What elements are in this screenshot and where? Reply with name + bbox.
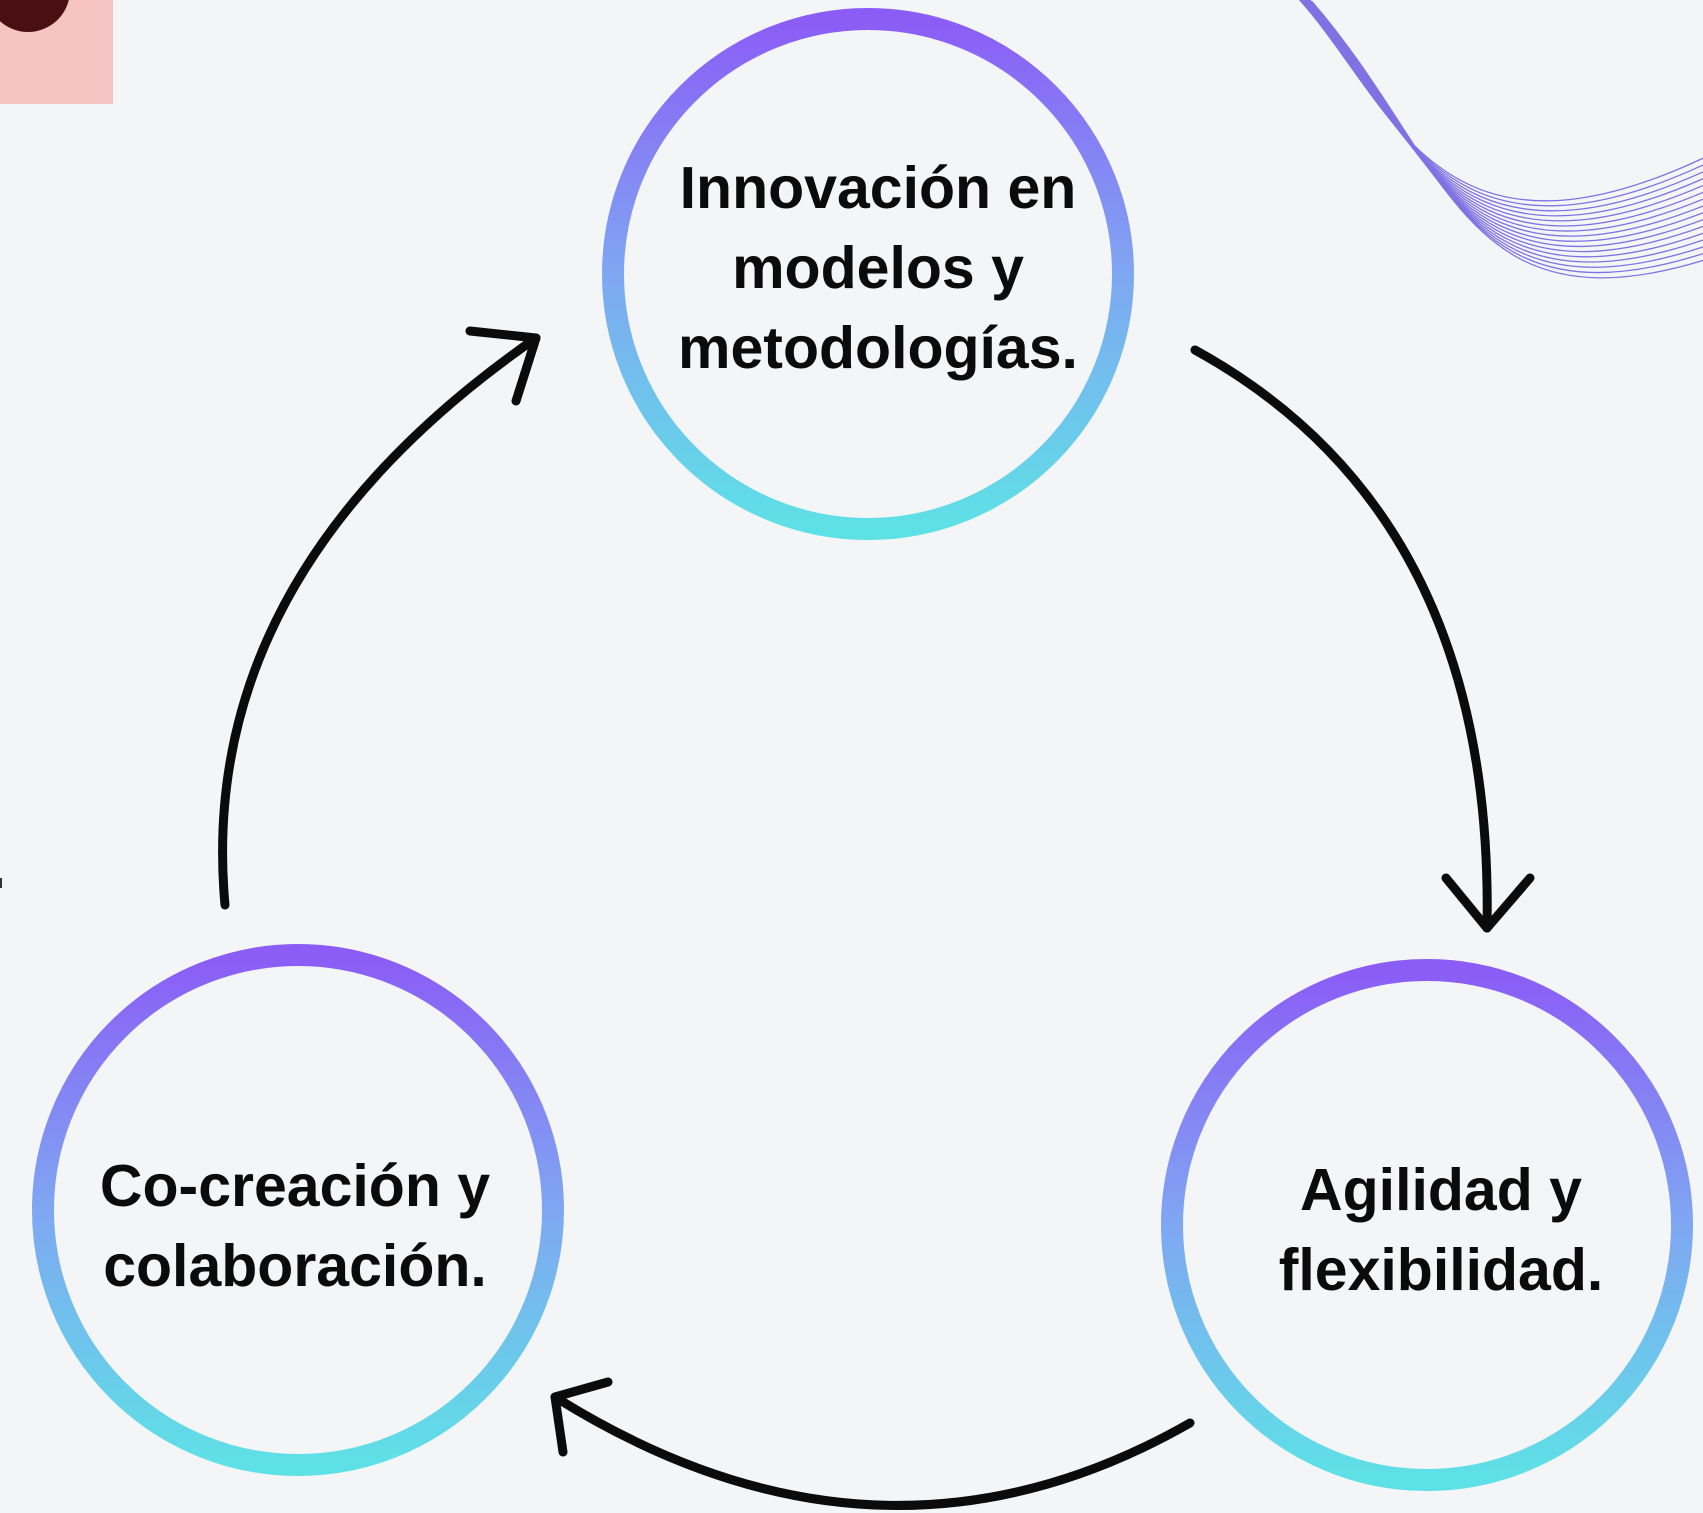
arrowhead-top (465, 326, 541, 406)
decor-wave-line (1306, 0, 1703, 258)
node-label-line: Innovación en (679, 155, 1077, 221)
node-label-right: Agilidad y flexibilidad. (1216, 1150, 1666, 1310)
decor-wave-line (1303, 0, 1703, 242)
edge-tick (0, 878, 2, 888)
node-label-line: flexibilidad. (1278, 1237, 1604, 1303)
decor-wave-line (1299, 0, 1703, 212)
corner-badge (0, 0, 113, 104)
node-label-top: Innovación en modelos y metodologías. (653, 148, 1103, 388)
decor-wave-line (1298, 0, 1703, 202)
decor-wave-line (1302, 0, 1703, 232)
arrowhead-right (1441, 873, 1535, 933)
decor-wave-line (1307, 0, 1703, 268)
decor-wave-line (1311, 0, 1703, 279)
node-label-line: modelos y (732, 235, 1024, 301)
arrow-left-to-top (218, 333, 541, 910)
node-label-line: Agilidad y (1300, 1157, 1582, 1223)
decor-wave-line (1299, 0, 1703, 207)
decor-wave-line (1301, 0, 1703, 222)
decor-wave-line (1304, 0, 1703, 247)
decorative-wave-lines (1298, 0, 1703, 279)
node-label-line: colaboración. (103, 1233, 487, 1299)
node-label-line: metodologías. (678, 315, 1078, 381)
decor-wave-line (1301, 0, 1703, 227)
arrow-top-to-right (1190, 345, 1492, 933)
decor-wave-line (1305, 0, 1703, 253)
node-ring-left (32, 944, 564, 1476)
node-ring-right (1161, 959, 1693, 1491)
node-label-left: Co-creación y colaboración. (70, 1146, 520, 1306)
arrowhead-left (550, 1377, 613, 1457)
node-label-line: Co-creación y (99, 1153, 491, 1219)
decor-wave-line (1307, 0, 1703, 263)
decor-wave-line (1308, 0, 1703, 274)
decor-wave-line (1303, 0, 1703, 237)
badge-mark (0, 0, 70, 32)
node-ring-top (602, 8, 1134, 540)
arrow-right-to-left (550, 1392, 1195, 1510)
